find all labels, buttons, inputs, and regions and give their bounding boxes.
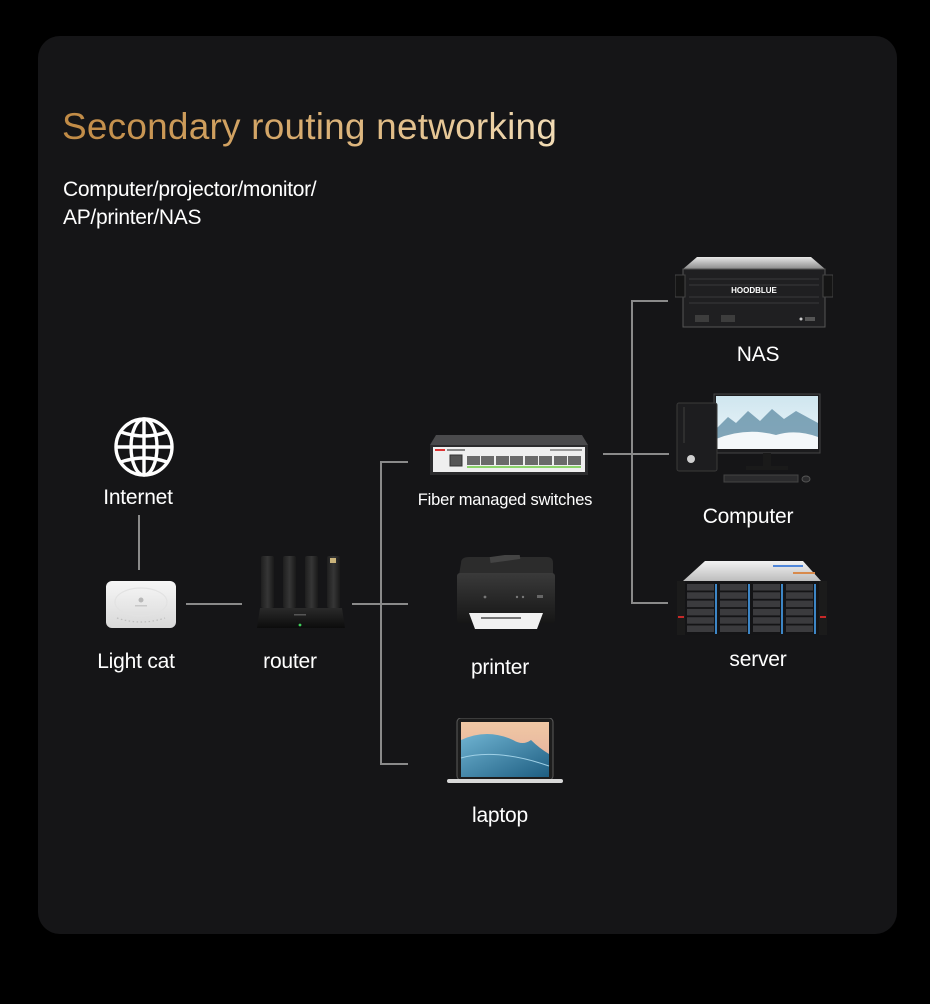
drive-bay xyxy=(786,608,813,616)
drive-bay xyxy=(753,625,780,632)
router-label: router xyxy=(263,650,317,673)
connector-to-nas xyxy=(631,300,668,302)
drive-bay xyxy=(687,617,714,624)
device-list-subtitle: Computer/projector/monitor/ AP/printer/N… xyxy=(63,176,317,232)
drive-led-strip xyxy=(781,584,783,634)
drive-led-strip xyxy=(814,584,816,634)
connector-router-vertical xyxy=(380,462,382,764)
connector-switch-vertical xyxy=(631,301,633,603)
light-cat-label: Light cat xyxy=(97,650,175,673)
drive-bay xyxy=(753,584,780,591)
modem-icon xyxy=(105,580,177,630)
drive-bay xyxy=(687,584,714,591)
drive-bay xyxy=(753,617,780,624)
connector-to-server xyxy=(631,602,668,604)
internet-label: Internet xyxy=(103,486,173,509)
drive-bay xyxy=(720,584,747,591)
drive-bay xyxy=(753,600,780,608)
connector-internet-lightcat xyxy=(138,515,140,570)
drive-bay xyxy=(753,608,780,616)
drive-bay xyxy=(720,600,747,608)
drive-bay xyxy=(687,600,714,608)
drive-bay xyxy=(753,592,780,599)
connector-to-switch xyxy=(380,461,408,463)
connector-to-laptop xyxy=(380,763,408,765)
drive-bay xyxy=(786,592,813,599)
drive-bay xyxy=(687,608,714,616)
server-icon xyxy=(675,561,829,637)
drive-bay xyxy=(687,625,714,632)
router-icon xyxy=(256,556,346,630)
connector-lightcat-router xyxy=(186,603,242,605)
drive-bay xyxy=(720,592,747,599)
printer-label: printer xyxy=(470,656,530,679)
diagram-card xyxy=(38,36,897,934)
nas-icon: HOODBLUE xyxy=(675,257,833,329)
subtitle-line: Computer/projector/monitor/ xyxy=(63,178,317,201)
drive-led-strip xyxy=(715,584,717,634)
drive-bay xyxy=(786,617,813,624)
drive-bay xyxy=(786,584,813,591)
globe-icon xyxy=(113,416,175,478)
nas-brand-text: HOODBLUE xyxy=(731,286,777,295)
drive-bay xyxy=(786,625,813,632)
server-label: server xyxy=(729,648,787,671)
drive-led-strip xyxy=(748,584,750,634)
fiber-switch-label: Fiber managed switches xyxy=(417,491,593,509)
drive-bay xyxy=(786,600,813,608)
drive-bay xyxy=(687,592,714,599)
laptop-label: laptop xyxy=(471,804,529,827)
laptop-icon xyxy=(447,718,563,784)
drive-bay xyxy=(720,625,747,632)
drive-bay xyxy=(720,617,747,624)
page-title: Secondary routing networking xyxy=(62,106,558,147)
connector-switch-trunk xyxy=(603,453,669,455)
printer-icon xyxy=(455,555,557,630)
computer-label: Computer xyxy=(702,505,794,528)
subtitle-line: AP/printer/NAS xyxy=(63,206,202,229)
drive-bay xyxy=(720,608,747,616)
nas-label: NAS xyxy=(736,343,780,366)
switch-icon xyxy=(430,435,588,475)
desktop-computer-icon xyxy=(676,393,822,485)
